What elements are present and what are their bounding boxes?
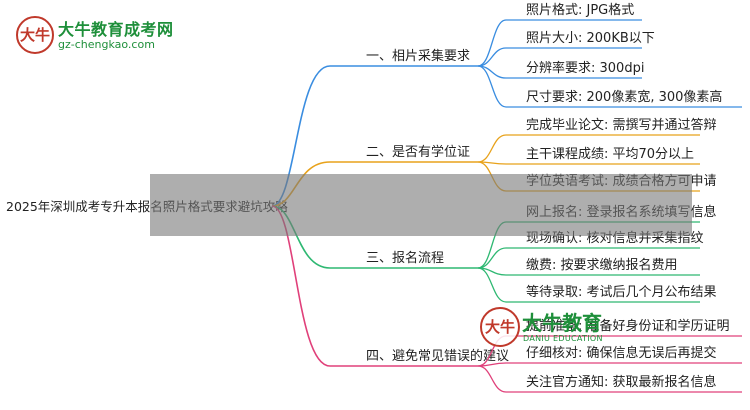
watermark-mark: 大牛	[484, 318, 515, 336]
leaf-label: 缴费: 按要求缴纳报名费用	[526, 257, 678, 273]
leaf-connector	[477, 47, 507, 67]
logo-mark-icon: 大牛	[16, 16, 54, 54]
branch-label: 三、报名流程	[366, 250, 444, 266]
leaf-label: 仔细核对: 确保信息无误后再提交	[526, 345, 717, 361]
leaf-label: 等待录取: 考试后几个月公布结果	[526, 284, 717, 300]
logo-url: gz-chengkao.com	[58, 38, 155, 51]
leaf-connector	[477, 134, 507, 163]
watermark-subtitle: DANIU EDUCATION	[523, 334, 603, 343]
leaf-label: 照片大小: 200KB以下	[526, 31, 655, 46]
leaf-label: 主干课程成绩: 平均70分以上	[526, 147, 694, 162]
gray-overlay-band	[150, 174, 692, 236]
leaf-label: 完成毕业论文: 需撰写并通过答辩	[526, 117, 717, 133]
logo-title: 大牛教育成考网	[58, 20, 174, 39]
branch-label: 一、相片采集要求	[366, 48, 470, 64]
logo-mark: 大牛	[19, 26, 50, 44]
leaf-connector	[477, 19, 507, 67]
leaf-label: 关注官方通知: 获取最新报名信息	[526, 374, 717, 390]
site-logo[interactable]: 大牛 大牛教育成考网 gz-chengkao.com	[8, 14, 188, 58]
leaf-label: 尺寸要求: 200像素宽, 300像素高	[526, 89, 722, 105]
watermark-title: 大牛教育	[522, 311, 602, 335]
branch-label: 二、是否有学位证	[366, 144, 470, 160]
watermark-logo: 大牛 大牛教育 DANIU EDUCATION	[480, 305, 603, 351]
leaf-label: 照片格式: JPG格式	[526, 2, 634, 18]
leaf-connector	[477, 247, 507, 269]
leaf-connector	[477, 65, 507, 108]
watermark-mark-icon: 大牛	[480, 307, 520, 347]
leaf-label: 分辨率要求: 300dpi	[526, 60, 644, 76]
leaf-label: 提前准备: 准备好身份证和学历证明	[526, 318, 730, 334]
leaf-connector	[477, 267, 507, 303]
leaf-connector	[477, 365, 507, 393]
branch-label: 四、避免常见错误的建议	[366, 348, 509, 364]
